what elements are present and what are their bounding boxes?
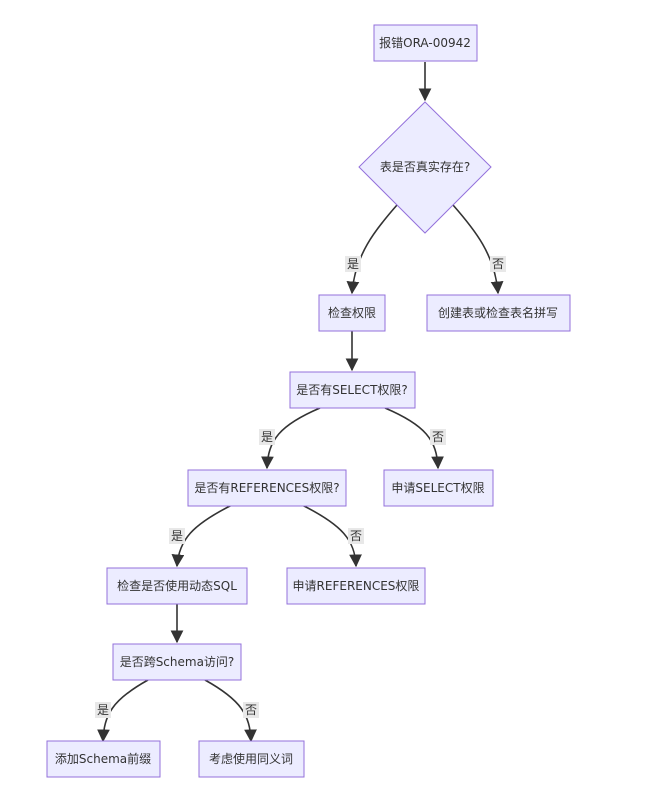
edge-label-schema-yes: 是 bbox=[95, 702, 111, 718]
svg-text:是否有REFERENCES权限?: 是否有REFERENCES权限? bbox=[194, 481, 339, 495]
node-check-permission: 检查权限 bbox=[318, 294, 386, 332]
edge-table-exists-no bbox=[452, 204, 504, 295]
edge-label-exists-yes: 是 bbox=[345, 256, 361, 272]
edge-label-exists-no: 否 bbox=[490, 256, 506, 272]
node-has-references-decision: 是否有REFERENCES权限? bbox=[187, 469, 347, 507]
svg-text:考虑使用同义词: 考虑使用同义词 bbox=[209, 751, 293, 766]
svg-text:报错ORA-00942: 报错ORA-00942 bbox=[379, 35, 471, 50]
svg-text:是: 是 bbox=[261, 430, 273, 444]
edge-label-references-no: 否 bbox=[348, 528, 364, 544]
svg-text:是: 是 bbox=[171, 529, 183, 543]
node-error: 报错ORA-00942 bbox=[373, 24, 478, 62]
svg-text:是否跨Schema访问?: 是否跨Schema访问? bbox=[120, 655, 235, 669]
node-check-dynamic-sql: 检查是否使用动态SQL bbox=[106, 567, 248, 605]
edge-references-yes bbox=[171, 504, 233, 568]
svg-text:创建表或检查表名拼写: 创建表或检查表名拼写 bbox=[438, 305, 558, 320]
edge-references-no bbox=[301, 504, 362, 568]
edge-select-yes bbox=[261, 407, 321, 470]
svg-text:是: 是 bbox=[347, 257, 359, 271]
svg-text:申请SELECT权限: 申请SELECT权限 bbox=[391, 481, 484, 495]
node-add-schema-prefix: 添加Schema前缀 bbox=[46, 740, 161, 778]
edge-label-select-no: 否 bbox=[430, 429, 446, 445]
svg-text:添加Schema前缀: 添加Schema前缀 bbox=[55, 751, 151, 766]
edge-label-select-yes: 是 bbox=[259, 429, 275, 445]
svg-text:是否有SELECT权限?: 是否有SELECT权限? bbox=[296, 383, 408, 397]
svg-text:检查权限: 检查权限 bbox=[328, 305, 376, 320]
edge-label-references-yes: 是 bbox=[169, 528, 185, 544]
svg-text:否: 否 bbox=[245, 703, 257, 717]
node-request-references: 申请REFERENCES权限 bbox=[286, 567, 426, 605]
node-cross-schema-decision: 是否跨Schema访问? bbox=[112, 643, 242, 681]
svg-text:是: 是 bbox=[97, 703, 109, 717]
edge-select-no bbox=[384, 407, 444, 470]
node-request-select: 申请SELECT权限 bbox=[383, 469, 494, 507]
svg-text:否: 否 bbox=[492, 257, 504, 271]
svg-text:表是否真实存在?: 表是否真实存在? bbox=[380, 159, 470, 174]
svg-text:申请REFERENCES权限: 申请REFERENCES权限 bbox=[293, 579, 420, 593]
node-has-select-decision: 是否有SELECT权限? bbox=[289, 371, 416, 409]
edge-label-schema-no: 否 bbox=[243, 702, 259, 718]
node-use-synonym: 考虑使用同义词 bbox=[198, 740, 305, 778]
svg-text:否: 否 bbox=[432, 430, 444, 444]
svg-text:否: 否 bbox=[350, 529, 362, 543]
edge-schema-no bbox=[204, 679, 257, 743]
node-create-table: 创建表或检查表名拼写 bbox=[426, 294, 571, 332]
edge-schema-yes bbox=[97, 679, 149, 743]
node-table-exists-decision: 表是否真实存在? bbox=[358, 101, 492, 234]
edge-table-exists-yes bbox=[346, 204, 398, 295]
svg-text:检查是否使用动态SQL: 检查是否使用动态SQL bbox=[117, 578, 237, 593]
